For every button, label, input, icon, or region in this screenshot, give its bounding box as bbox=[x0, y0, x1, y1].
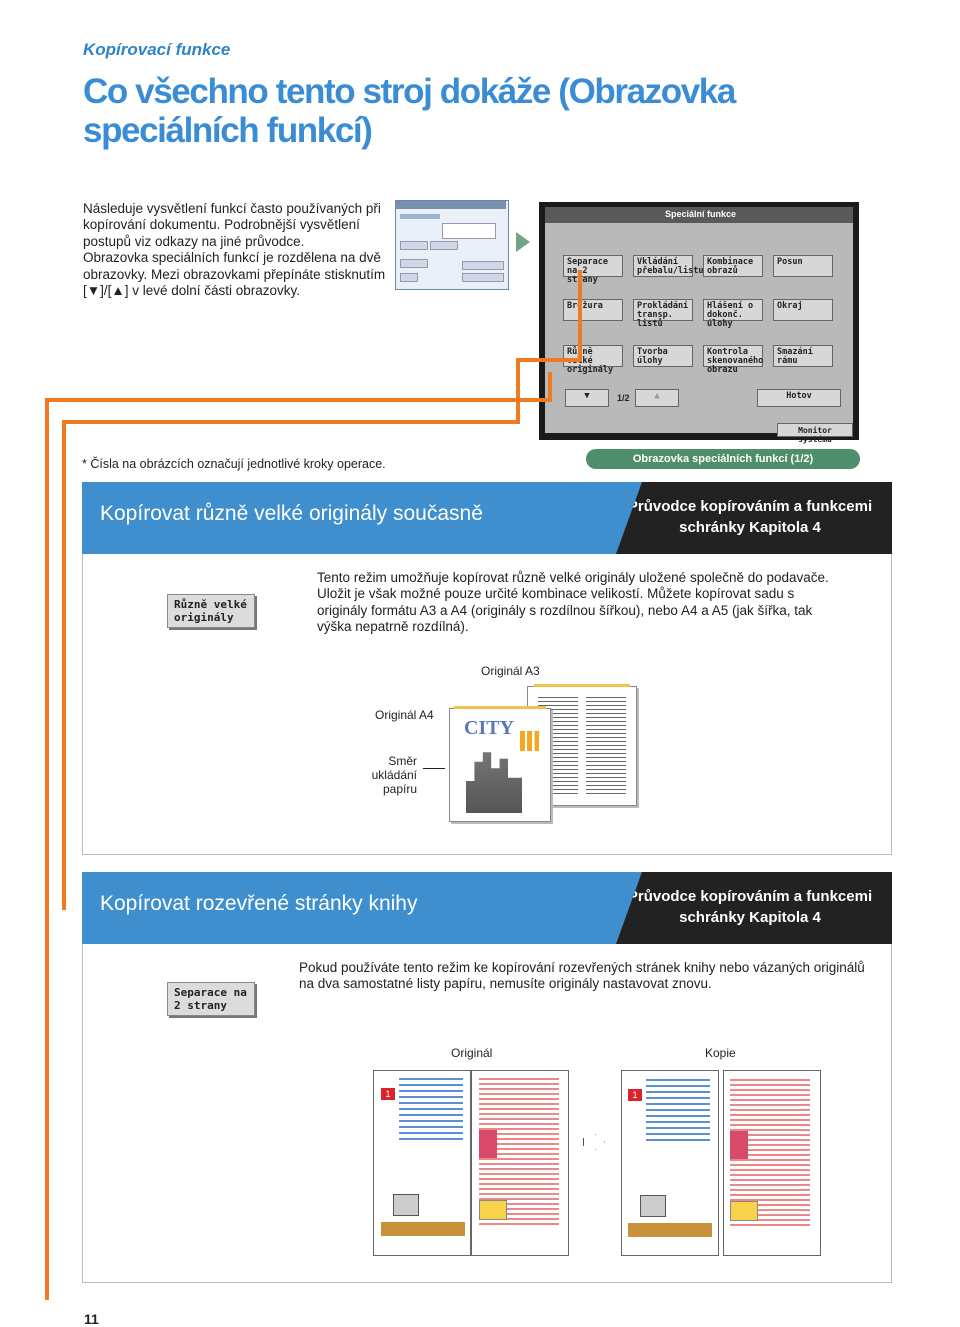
btn-okraj[interactable]: Okraj bbox=[773, 299, 833, 321]
section2-guide-bg: Průvodce kopírováním a funkcemi schránky… bbox=[616, 872, 892, 944]
city-logo-text: CITY bbox=[464, 717, 515, 739]
connector-line bbox=[62, 420, 520, 424]
page-up-button[interactable]: ▲ bbox=[635, 389, 679, 407]
btn-prokladani[interactable]: Prokládání transp. listů bbox=[633, 299, 693, 329]
btn-brozura[interactable]: Brožura bbox=[563, 299, 623, 321]
done-button[interactable]: Hotov bbox=[757, 389, 841, 407]
section1-content: Různě velké originály Tento režim umožňu… bbox=[82, 554, 892, 855]
copy-page-badge: 1 bbox=[628, 1089, 642, 1101]
intro-text: Následuje vysvětlení funkcí často použív… bbox=[83, 201, 403, 299]
btn-kontrola[interactable]: Kontrola skenovaného obrazu bbox=[703, 345, 763, 375]
label-original-a4: Originál A4 bbox=[375, 708, 434, 722]
arrow-right-icon bbox=[583, 1134, 605, 1150]
label-original-a3: Originál A3 bbox=[481, 664, 540, 678]
section1-guide: Průvodce kopírováním a funkcemi schránky… bbox=[627, 498, 873, 536]
panel-thumbnail bbox=[395, 200, 509, 290]
btn-tvorba[interactable]: Tvorba úlohy bbox=[633, 345, 693, 367]
section2-band: Kopírovat rozevřené stránky knihy Průvod… bbox=[82, 872, 892, 944]
btn-vkladani[interactable]: Vkládání přebalu/listu bbox=[633, 255, 704, 277]
label-copy: Kopie bbox=[705, 1046, 736, 1060]
special-functions-screen: Speciální funkce Separace na 2 strany Vk… bbox=[539, 202, 859, 444]
page-down-button[interactable]: ▼ bbox=[565, 389, 609, 407]
section1-description: Tento režim umožňuje kopírovat různě vel… bbox=[317, 570, 829, 634]
connector-line bbox=[516, 358, 582, 362]
section2-heading: Kopírovat rozevřené stránky knihy bbox=[100, 892, 418, 915]
section1-guide-bg: Průvodce kopírováním a funkcemi schránky… bbox=[616, 482, 892, 554]
connector-line bbox=[578, 270, 582, 360]
btn-hlaseni[interactable]: Hlášení o dokonč. úlohy bbox=[703, 299, 763, 329]
connector-line bbox=[45, 398, 49, 1300]
play-arrow-icon bbox=[516, 232, 530, 252]
page-title: Co všechno tento stroj dokáže (Obrazovka… bbox=[83, 72, 736, 150]
chip-ruzne-velke[interactable]: Různě velké originály bbox=[167, 594, 255, 628]
connector-line bbox=[45, 398, 552, 402]
a4-sheet: CITY bbox=[449, 706, 551, 822]
copy-sheet-left: 1 bbox=[621, 1070, 719, 1256]
connector-line bbox=[516, 358, 520, 422]
section2-content: Separace na 2 strany Pokud používáte ten… bbox=[82, 944, 892, 1283]
monitor-button[interactable]: Monitor systému bbox=[777, 423, 853, 444]
page-number: 11 bbox=[84, 1311, 99, 1327]
connector-line bbox=[548, 372, 552, 400]
section-label: Kopírovací funkce bbox=[83, 40, 231, 59]
connector-line bbox=[62, 420, 66, 910]
open-book-illustration: 1 bbox=[373, 1070, 569, 1260]
section1-heading-bg: Kopírovat různě velké originály současně bbox=[82, 482, 642, 554]
btn-posun[interactable]: Posun bbox=[773, 255, 833, 277]
copy-sheet-right bbox=[723, 1070, 821, 1256]
intro-paragraph-1: Následuje vysvětlení funkcí často použív… bbox=[83, 201, 381, 249]
btn-separace[interactable]: Separace na 2 strany bbox=[563, 255, 623, 285]
btn-kombinace[interactable]: Kombinace obrazů bbox=[703, 255, 763, 277]
page-indicator: 1/2 bbox=[617, 393, 630, 403]
chip-separace[interactable]: Separace na 2 strany bbox=[167, 982, 255, 1016]
section2-description: Pokud používáte tento režim ke kopírován… bbox=[299, 960, 865, 992]
section2-guide: Průvodce kopírováním a funkcemi schránky… bbox=[627, 888, 873, 926]
page-badge: 1 bbox=[381, 1088, 395, 1100]
feed-arrow-icon bbox=[423, 768, 445, 769]
label-feed-direction: Směr ukládání papíru bbox=[371, 754, 417, 796]
btn-smazani[interactable]: Smazání rámu bbox=[773, 345, 833, 367]
footnote: * Čísla na obrázcích označují jednotlivé… bbox=[82, 457, 386, 471]
screen-title: Speciální funkce bbox=[665, 209, 737, 219]
section1-heading: Kopírovat různě velké originály současně bbox=[100, 502, 483, 525]
section1-band: Kopírovat různě velké originály současně… bbox=[82, 482, 892, 554]
section2-heading-bg: Kopírovat rozevřené stránky knihy bbox=[82, 872, 642, 944]
intro-paragraph-2: Obrazovka speciálních funkcí je rozdělen… bbox=[83, 250, 386, 299]
label-original: Originál bbox=[451, 1046, 493, 1060]
screen-pill: Obrazovka speciálních funkcí (1/2) bbox=[586, 449, 860, 469]
btn-ruzne-velke[interactable]: Různě velké originály bbox=[563, 345, 623, 375]
